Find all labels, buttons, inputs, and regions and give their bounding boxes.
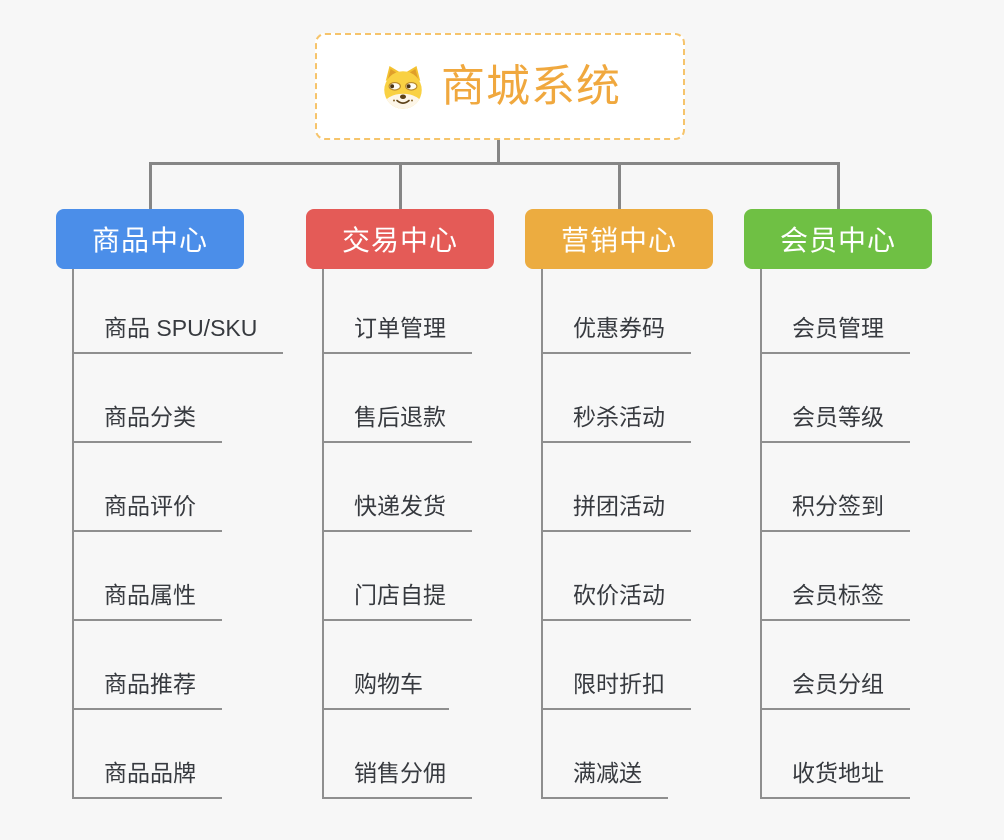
subtopic[interactable]: 快递发货 xyxy=(322,490,472,532)
subtopic[interactable]: 砍价活动 xyxy=(541,579,691,621)
subtopic[interactable]: 会员管理 xyxy=(760,312,910,354)
subtopic[interactable]: 会员等级 xyxy=(760,401,910,443)
subtopic[interactable]: 门店自提 xyxy=(322,579,472,621)
root-title: 商城系统 xyxy=(441,61,621,111)
subtopic[interactable]: 会员标签 xyxy=(760,579,910,621)
branch-drop-connector xyxy=(149,162,152,209)
branch-bus-connector xyxy=(149,162,840,165)
branch-label: 交易中心 xyxy=(341,225,458,256)
subtopic[interactable]: 满减送 xyxy=(541,757,668,799)
subtopic[interactable]: 秒杀活动 xyxy=(541,401,691,443)
subtopic[interactable]: 销售分佣 xyxy=(322,757,472,799)
root-node[interactable]: 商城系统 xyxy=(315,33,685,140)
branch-node-1[interactable]: 交易中心 xyxy=(306,209,494,269)
subtopic[interactable]: 商品属性 xyxy=(72,579,222,621)
branch-node-3[interactable]: 会员中心 xyxy=(744,209,932,269)
doge-face-icon xyxy=(379,63,427,111)
branch-node-0[interactable]: 商品中心 xyxy=(56,209,244,269)
subtopic[interactable]: 商品推荐 xyxy=(72,668,222,710)
branch-drop-connector xyxy=(837,162,840,209)
subtopic[interactable]: 优惠券码 xyxy=(541,312,691,354)
subtopic[interactable]: 收货地址 xyxy=(760,757,910,799)
subtopic[interactable]: 商品品牌 xyxy=(72,757,222,799)
subtopic[interactable]: 商品 SPU/SKU xyxy=(72,312,284,354)
column-guide-line xyxy=(760,269,762,799)
subtopic[interactable]: 购物车 xyxy=(322,668,449,710)
root-stem-connector xyxy=(497,140,500,165)
subtopic[interactable]: 售后退款 xyxy=(322,401,472,443)
column-guide-line xyxy=(322,269,324,799)
subtopic[interactable]: 商品分类 xyxy=(72,401,222,443)
column-guide-line xyxy=(72,269,74,799)
subtopic[interactable]: 拼团活动 xyxy=(541,490,691,532)
column-guide-line xyxy=(541,269,543,799)
subtopic[interactable]: 商品评价 xyxy=(72,490,222,532)
branch-drop-connector xyxy=(618,162,621,209)
subtopic[interactable]: 积分签到 xyxy=(760,490,910,532)
subtopic[interactable]: 限时折扣 xyxy=(541,668,691,710)
branch-drop-connector xyxy=(399,162,402,209)
subtopic[interactable]: 会员分组 xyxy=(760,668,910,710)
branch-node-2[interactable]: 营销中心 xyxy=(525,209,713,269)
branch-label: 会员中心 xyxy=(779,225,896,256)
branch-label: 营销中心 xyxy=(560,225,677,256)
branch-label: 商品中心 xyxy=(91,225,208,256)
subtopic[interactable]: 订单管理 xyxy=(322,312,472,354)
